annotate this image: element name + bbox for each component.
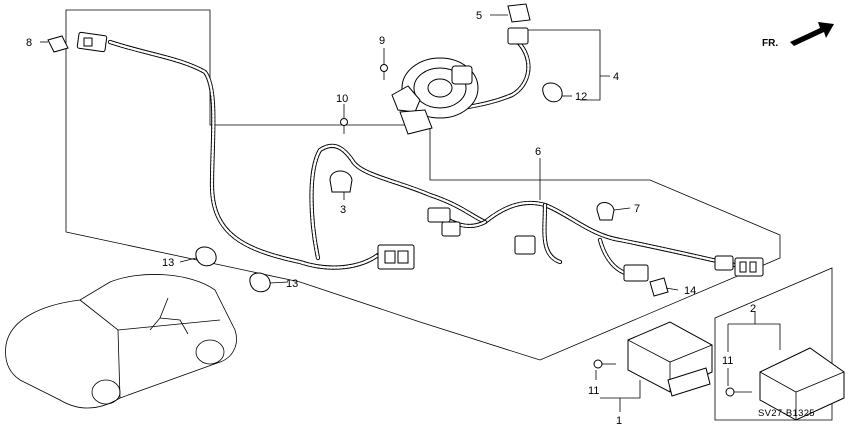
callout-12: 12 <box>575 91 587 103</box>
callout-13b: 13 <box>286 278 298 290</box>
direction-label: FR. <box>762 38 778 49</box>
srs-unit-1 <box>593 321 713 397</box>
callout-6: 6 <box>535 146 541 158</box>
diagram-code: SV27-B1325 <box>758 408 815 419</box>
callout-3: 3 <box>340 204 346 216</box>
callout-11b: 11 <box>722 355 733 367</box>
unit-panel-frame <box>714 267 833 421</box>
srs-main-harness <box>107 39 738 278</box>
fr-arrow-icon <box>790 22 834 46</box>
callout-10: 10 <box>336 93 348 105</box>
leader-lines <box>40 14 781 412</box>
callout-7: 7 <box>634 203 640 215</box>
callout-4: 4 <box>613 71 619 83</box>
callout-5: 5 <box>476 10 482 22</box>
car-outline-icon <box>5 274 237 409</box>
callout-13a: 13 <box>162 257 174 269</box>
srs-unit-2 <box>725 347 845 421</box>
callout-1: 1 <box>616 415 622 425</box>
cable-reel <box>391 57 479 135</box>
callout-2: 2 <box>750 303 756 315</box>
callout-11a: 11 <box>588 385 599 397</box>
callout-14: 14 <box>684 285 696 297</box>
harness-panel-frame <box>65 9 781 361</box>
harness-connectors <box>76 27 764 282</box>
small-parts <box>47 3 669 297</box>
callout-8: 8 <box>26 37 32 49</box>
callout-9: 9 <box>379 35 385 47</box>
callout-labels: 8 5 9 10 4 12 6 3 7 13 13 14 2 11 11 1 F… <box>26 10 815 425</box>
